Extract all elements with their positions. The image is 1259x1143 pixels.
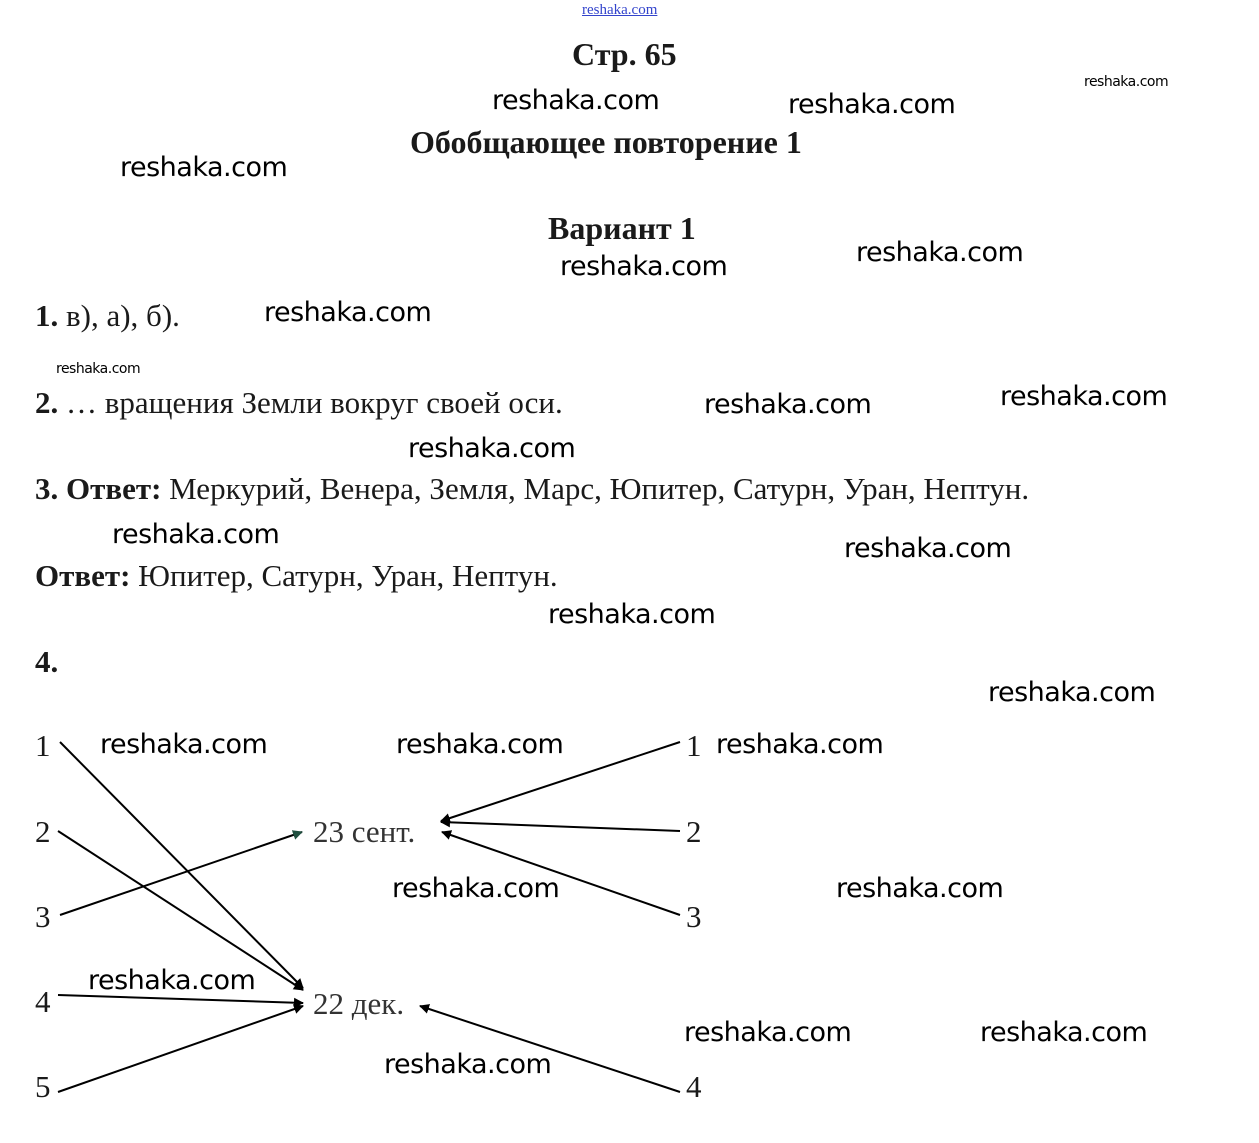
page-number: Стр. 65 [572,36,677,72]
watermark: reshaka.com [988,677,1156,708]
answer-text: Меркурий, Венера, Земля, Марс, Юпитер, С… [169,471,1030,506]
watermark: reshaka.com [100,729,268,760]
answer-text: … вращения Земли вокруг своей оси. [66,385,563,420]
watermark: reshaka.com [560,251,728,282]
arrow-l5 [57,1004,304,1093]
arrow-l2 [57,830,304,991]
left-item-4: 4 [35,984,51,1019]
watermark: reshaka.com [112,519,280,550]
arrow-r4 [419,1004,681,1093]
watermark: reshaka.com [120,152,288,183]
variant-title: Вариант 1 [548,210,696,246]
watermark: reshaka.com [844,533,1012,564]
watermark: reshaka.com [716,729,884,760]
right-item-1: 1 [686,728,702,763]
watermark: reshaka.com [392,873,560,904]
watermark: reshaka.com [264,297,432,328]
answer-number: 2. [35,385,59,420]
answer-label: Ответ: [66,471,162,506]
watermark: reshaka.com [548,599,716,630]
left-item-2: 2 [35,814,51,849]
answer-3: 3. Ответ: Меркурий, Венера, Земля, Марс,… [35,471,1029,507]
watermark: reshaka.com [56,361,141,377]
watermark: reshaka.com [396,729,564,760]
watermark: reshaka.com [88,965,256,996]
arrow-l1 [59,741,304,989]
watermark-link[interactable]: reshaka.com [582,2,658,18]
arrow-r1 [440,741,681,823]
watermark: reshaka.com [836,873,1004,904]
right-item-4: 4 [686,1069,702,1104]
watermark: reshaka.com [856,237,1024,268]
arrow-l4 [57,994,304,1008]
answer-number: 3. [35,471,59,506]
watermark: reshaka.com [1084,74,1169,90]
answer-text: в), а), б). [66,298,180,333]
watermark: reshaka.com [684,1017,852,1048]
arrow-l3 [59,830,303,916]
watermark: reshaka.com [704,389,872,420]
answer-text: Юпитер, Сатурн, Уран, Нептун. [138,558,558,593]
watermark: reshaka.com [1000,381,1168,412]
answer-1: 1. в), а), б). [35,298,180,334]
left-item-5: 5 [35,1069,51,1104]
right-item-2: 2 [686,814,702,849]
arrow-r2 [440,817,681,832]
answer-2: 2. … вращения Земли вокруг своей оси. [35,385,563,421]
left-item-1: 1 [35,728,51,763]
watermark: reshaka.com [492,85,660,116]
left-item-3: 3 [35,899,51,934]
answer-4-number: 4. [35,644,59,679]
section-title: Обобщающее повторение 1 [410,124,802,160]
target-sep: 23 сент. [313,814,416,849]
watermark: reshaka.com [408,433,576,464]
watermark: reshaka.com [980,1017,1148,1048]
answer-number: 1. [35,298,59,333]
arrow-r3 [441,830,681,916]
watermark: reshaka.com [384,1049,552,1080]
right-item-3: 3 [686,899,702,934]
watermark: reshaka.com [788,89,956,120]
target-dec: 22 дек. [313,986,405,1021]
answer-label: Ответ: [35,558,131,593]
answer-3b: Ответ: Юпитер, Сатурн, Уран, Нептун. [35,558,558,594]
